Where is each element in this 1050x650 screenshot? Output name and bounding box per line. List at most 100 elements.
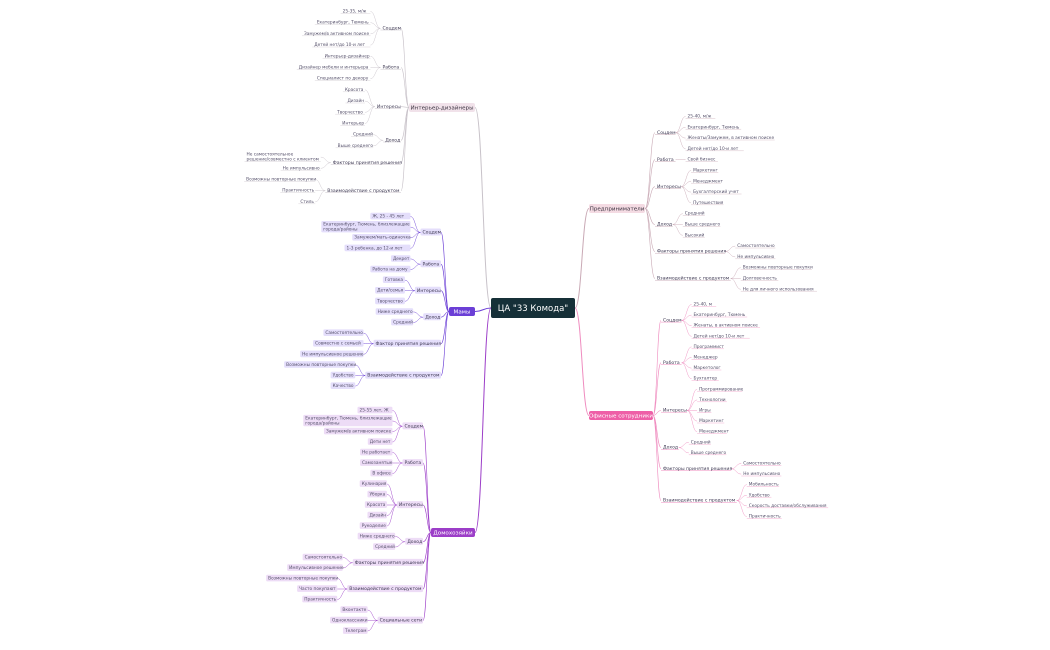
branch-domohozyayki-group-interesy[interactable]: ИнтересыКулинарияУборкаКрасотаДизайнРуко… <box>359 480 423 529</box>
branch-ofisnye-sotrudniki-group-rabota-item-marketolog[interactable]: Маркетолог <box>691 365 722 371</box>
branch-interer-dizaynery-group-vzaimodeystvie-s-produktom-item-stil[interactable]: Стиль <box>298 199 316 205</box>
branch-ofisnye-sotrudniki-group-rabota-item-buhgalter[interactable]: Бухгалтер <box>691 376 719 382</box>
branch-predprinimateli-group-vzaimodeystvie-s-produktom-item-dolgovechnost[interactable]: Долговечность <box>740 276 779 282</box>
branch-ofisnye-sotrudniki-group-interesy-item-marketing[interactable]: Маркетинг <box>697 418 724 424</box>
branch-domohozyayki-group-vzaimodeystvie-s-produktom-item-chasto-pokupayut[interactable]: Часто покупают <box>297 585 338 592</box>
branch-ofisnye-sotrudniki-group-dohod-item-vyshe-srednego[interactable]: Выше среднего <box>688 450 727 456</box>
branch-domohozyayki-group-faktory-prinyatiya-resheniya-item-impulsivnoe-reshenie[interactable]: Импульсивное решение <box>287 564 344 571</box>
branch-predprinimateli-group-faktory-prinyatiya-resheniya-item-samostoyatelno[interactable]: Самостоятельно <box>735 243 776 249</box>
branch-mamy-group-faktor-prinyatiya-resheniya-item-sovmestno-s-semey[interactable]: Совместно с семьей <box>313 340 364 347</box>
branch-ofisnye-sotrudniki-group-vzaimodeystvie-s-produktom-item-praktichnost[interactable]: Практичность <box>746 514 782 520</box>
branch-predprinimateli-group-rabota-item-svoy-biznes[interactable]: Свой бизнес <box>685 156 718 163</box>
branch-interer-dizaynery-group-faktory-prinyatiya-resheniya-item-ne-impulsivno[interactable]: Не импульсивно <box>280 165 321 171</box>
branch-mamy-group-faktor-prinyatiya-resheniya[interactable]: Фактор принятия решенияСамостоятельноСов… <box>300 329 441 357</box>
branch-mamy-group-faktor-prinyatiya-resheniya-item-samostoyatelno[interactable]: Самостоятельно <box>323 329 364 336</box>
branch-mamy-group-faktor-prinyatiya-resheniya-item-ne-impulsivnoe-reshenie[interactable]: Не импульсивное решение <box>300 350 364 358</box>
branch-ofisnye-sotrudniki-group-faktory-prinyatiya-resheniya-item-ne-impulsivno[interactable]: Не импульсивно <box>741 471 782 477</box>
branch-interer-dizaynery-group-interesy-item-dizayn[interactable]: Дизайн <box>345 97 365 104</box>
branch-predprinimateli-group-socdem-item-ekaterinburg-tyumen[interactable]: Екатеринбург, Тюмень <box>685 124 742 130</box>
branch-mamy-group-interesy-item-tvorchestvo[interactable]: Творчество <box>375 297 405 305</box>
branch-domohozyayki-group-socialnye-seti-item-vkontakte[interactable]: Вконтакте <box>340 606 368 613</box>
branch-predprinimateli-group-interesy[interactable]: ИнтересыМаркетингМенеджментБухгалтерский… <box>655 168 742 206</box>
branch-predprinimateli-group-vzaimodeystvie-s-produktom-item-vozmozhny-povtornye-pokupki[interactable]: Возможны повторные покупки <box>740 265 813 271</box>
branch-interer-dizaynery-group-socdem-item-zamuzhem-v-aktivnom-poiske[interactable]: Замужем/в активном поиске <box>301 31 371 37</box>
branch-interer-dizaynery-group-rabota-item-specialist-po-dekoru[interactable]: Специалист по декору <box>314 76 371 82</box>
branch-domohozyayki-group-socialnye-seti-item-odnoklassniki[interactable]: Одноклассники <box>330 616 368 624</box>
branch-predprinimateli-group-dohod-item-vyshe-srednego[interactable]: Выше среднего <box>682 222 721 228</box>
branch-predprinimateli-group-faktory-prinyatiya-resheniya[interactable]: Факторы принятия решенияСамостоятельноНе… <box>655 243 776 260</box>
branch-mamy-group-vzaimodeystvie-s-produktom-item-udobstvo[interactable]: Удобство <box>330 371 356 379</box>
branch-ofisnye-sotrudniki-group-interesy[interactable]: ИнтересыПрограммированиеТехнологииИгрыМа… <box>661 386 744 435</box>
branch-predprinimateli-group-interesy-item-buhgalterskiy-uchet[interactable]: Бухгалтерский учет <box>691 188 742 195</box>
branch-interer-dizaynery-group-dohod-item-sredniy[interactable]: Средний <box>351 131 374 138</box>
branch-ofisnye-sotrudniki-group-rabota[interactable]: РаботаПрограммистМенеджерМаркетологБухга… <box>661 344 724 382</box>
branch-mamy-group-socdem-item-zh-25-45-let[interactable]: Ж, 25 - 45 лет <box>370 212 411 220</box>
branch-domohozyayki-group-faktory-prinyatiya-resheniya[interactable]: Факторы принятия решенияСамостоятельноИм… <box>287 553 424 571</box>
branch-ofisnye-sotrudniki-group-interesy-item-igry[interactable]: Игры <box>697 408 712 414</box>
branch-mamy-group-vzaimodeystvie-s-produktom-item-kachestvo[interactable]: Качество <box>330 382 356 389</box>
branch-domohozyayki-group-socdem-item-25-55-let-zh[interactable]: 25-55 лет, Ж <box>357 406 393 414</box>
branch-ofisnye-sotrudniki-group-socdem-item-detey-net-do-10-i-let[interactable]: Детей нет/до 10-и лет <box>691 332 750 339</box>
branch-domohozyayki-group-socdem-item-zamuzhem-v-aktivnom-poiske[interactable]: Замужем/в активном поиске <box>323 427 393 435</box>
branch-domohozyayki-group-interesy-item-krasota[interactable]: Красота <box>364 501 387 508</box>
branch-interer-dizaynery-group-socdem-item-ekaterinburg-tyumen[interactable]: Екатеринбург, Тюмень <box>314 20 371 26</box>
branch-domohozyayki-group-interesy-item-dizayn[interactable]: Дизайн <box>367 512 387 519</box>
branch-predprinimateli-group-socdem-item-25-40-m-zh[interactable]: 25-40, м/ж <box>685 114 716 120</box>
branch-ofisnye-sotrudniki-group-dohod-item-sredniy[interactable]: Средний <box>688 438 711 445</box>
branch-domohozyayki-group-interesy-item-rukodelie[interactable]: Рукоделие <box>359 522 387 529</box>
branch-ofisnye-sotrudniki-group-vzaimodeystvie-s-produktom-item-udobstvo[interactable]: Удобство <box>746 492 772 498</box>
branch-interer-dizaynery-group-dohod-item-vyshe-srednego[interactable]: Выше среднего <box>335 143 374 149</box>
branch-ofisnye-sotrudniki-group-socdem-item-zhenaty-v-aktivnom-poiske[interactable]: Женаты, в активном поиске <box>691 323 761 329</box>
branch-predprinimateli-group-interesy-item-menedzhment[interactable]: Менеджмент <box>691 178 723 184</box>
branch-mamy-group-rabota-item-rabota-na-domu[interactable]: Работа на дому <box>370 265 411 273</box>
branch-domohozyayki-group-vzaimodeystvie-s-produktom-item-vozmozhny-povtornye-pokupki[interactable]: Возможны повторные покупки <box>266 574 338 582</box>
branch-predprinimateli-group-dohod-item-sredniy[interactable]: Средний <box>682 210 705 217</box>
branch-interer-dizaynery-group-vzaimodeystvie-s-produktom-item-praktichnost[interactable]: Практичность <box>280 188 316 194</box>
branch-mamy-group-rabota-item-dekret[interactable]: Декрет <box>390 255 411 262</box>
branch-interer-dizaynery-group-rabota-item-interer-dizayner[interactable]: Интерьер-дизайнер <box>322 52 371 59</box>
branch-ofisnye-sotrudniki-group-socdem-item-25-40-m[interactable]: 25-40, м <box>691 302 717 308</box>
branch-ofisnye-sotrudniki-group-vzaimodeystvie-s-produktom[interactable]: Взаимодействие с продуктомМобильностьУдо… <box>661 482 829 520</box>
branch-interer-dizaynery-group-vzaimodeystvie-s-produktom-item-vozmozhny-povtornye-pokupki[interactable]: Возможны повторные покупки <box>244 177 316 183</box>
branch-domohozyayki-group-dohod-item-sredniy[interactable]: Средний <box>373 543 396 550</box>
branch-predprinimateli-group-socdem-item-zhenaty-zamuzhem-v-aktivnom-poiske[interactable]: Женаты/Замужем, в активном поиске <box>685 135 775 141</box>
branch-domohozyayki-group-socialnye-seti-item-telegram[interactable]: Телеграм <box>342 627 368 634</box>
branch-mamy-group-vzaimodeystvie-s-produktom-item-vozmozhny-povtornye-pokupki[interactable]: Возможны повторные покупки <box>284 361 356 368</box>
branch-domohozyayki-group-rabota-item-v-ofise[interactable]: В офисе <box>370 469 393 477</box>
branch-mamy-group-interesy-item-deti-semya[interactable]: Дети/семья <box>375 287 405 294</box>
branch-interer-dizaynery-group-socdem-item-25-35-m-zh[interactable]: 25-35, м/ж <box>340 9 371 15</box>
branch-mamy-group-dohod-item-nizhe-srednego[interactable]: Ниже среднего <box>375 308 414 315</box>
branch-domohozyayki-group-interesy-item-kulinariya[interactable]: Кулинария <box>359 480 387 487</box>
branch-domohozyayki-group-interesy-item-uborka[interactable]: Уборка <box>367 490 387 498</box>
branch-mamy-group-socdem-item-zamuzhem-mat-odinochka[interactable]: Замужем/мать-одиночка <box>352 234 411 241</box>
branch-domohozyayki-group-dohod-item-nizhe-srednego[interactable]: Ниже среднего <box>357 532 396 540</box>
branch-interer-dizaynery-group-socdem-item-detey-net-do-10-i-let[interactable]: Детей нет/до 10-и лет <box>312 41 371 48</box>
central-topic[interactable]: ЦА "33 Комода" <box>491 298 575 318</box>
branch-ofisnye-sotrudniki-group-interesy-item-programmirovanie[interactable]: Программирование <box>697 386 744 392</box>
branch-predprinimateli-group-vzaimodeystvie-s-produktom-item-ne-dlya-lichnogo-ispolzovaniya[interactable]: Не для личного использования <box>740 286 817 292</box>
branch-domohozyayki-group-rabota-item-ne-rabotaet[interactable]: Не работает <box>360 448 393 456</box>
branch-predprinimateli-group-dohod-item-vysokiy[interactable]: Высокий <box>682 231 705 238</box>
branch-domohozyayki-group-vzaimodeystvie-s-produktom-item-praktichnost[interactable]: Практичность <box>302 595 338 603</box>
branch-ofisnye-sotrudniki-group-interesy-item-menedzhment[interactable]: Менеджмент <box>697 429 729 435</box>
